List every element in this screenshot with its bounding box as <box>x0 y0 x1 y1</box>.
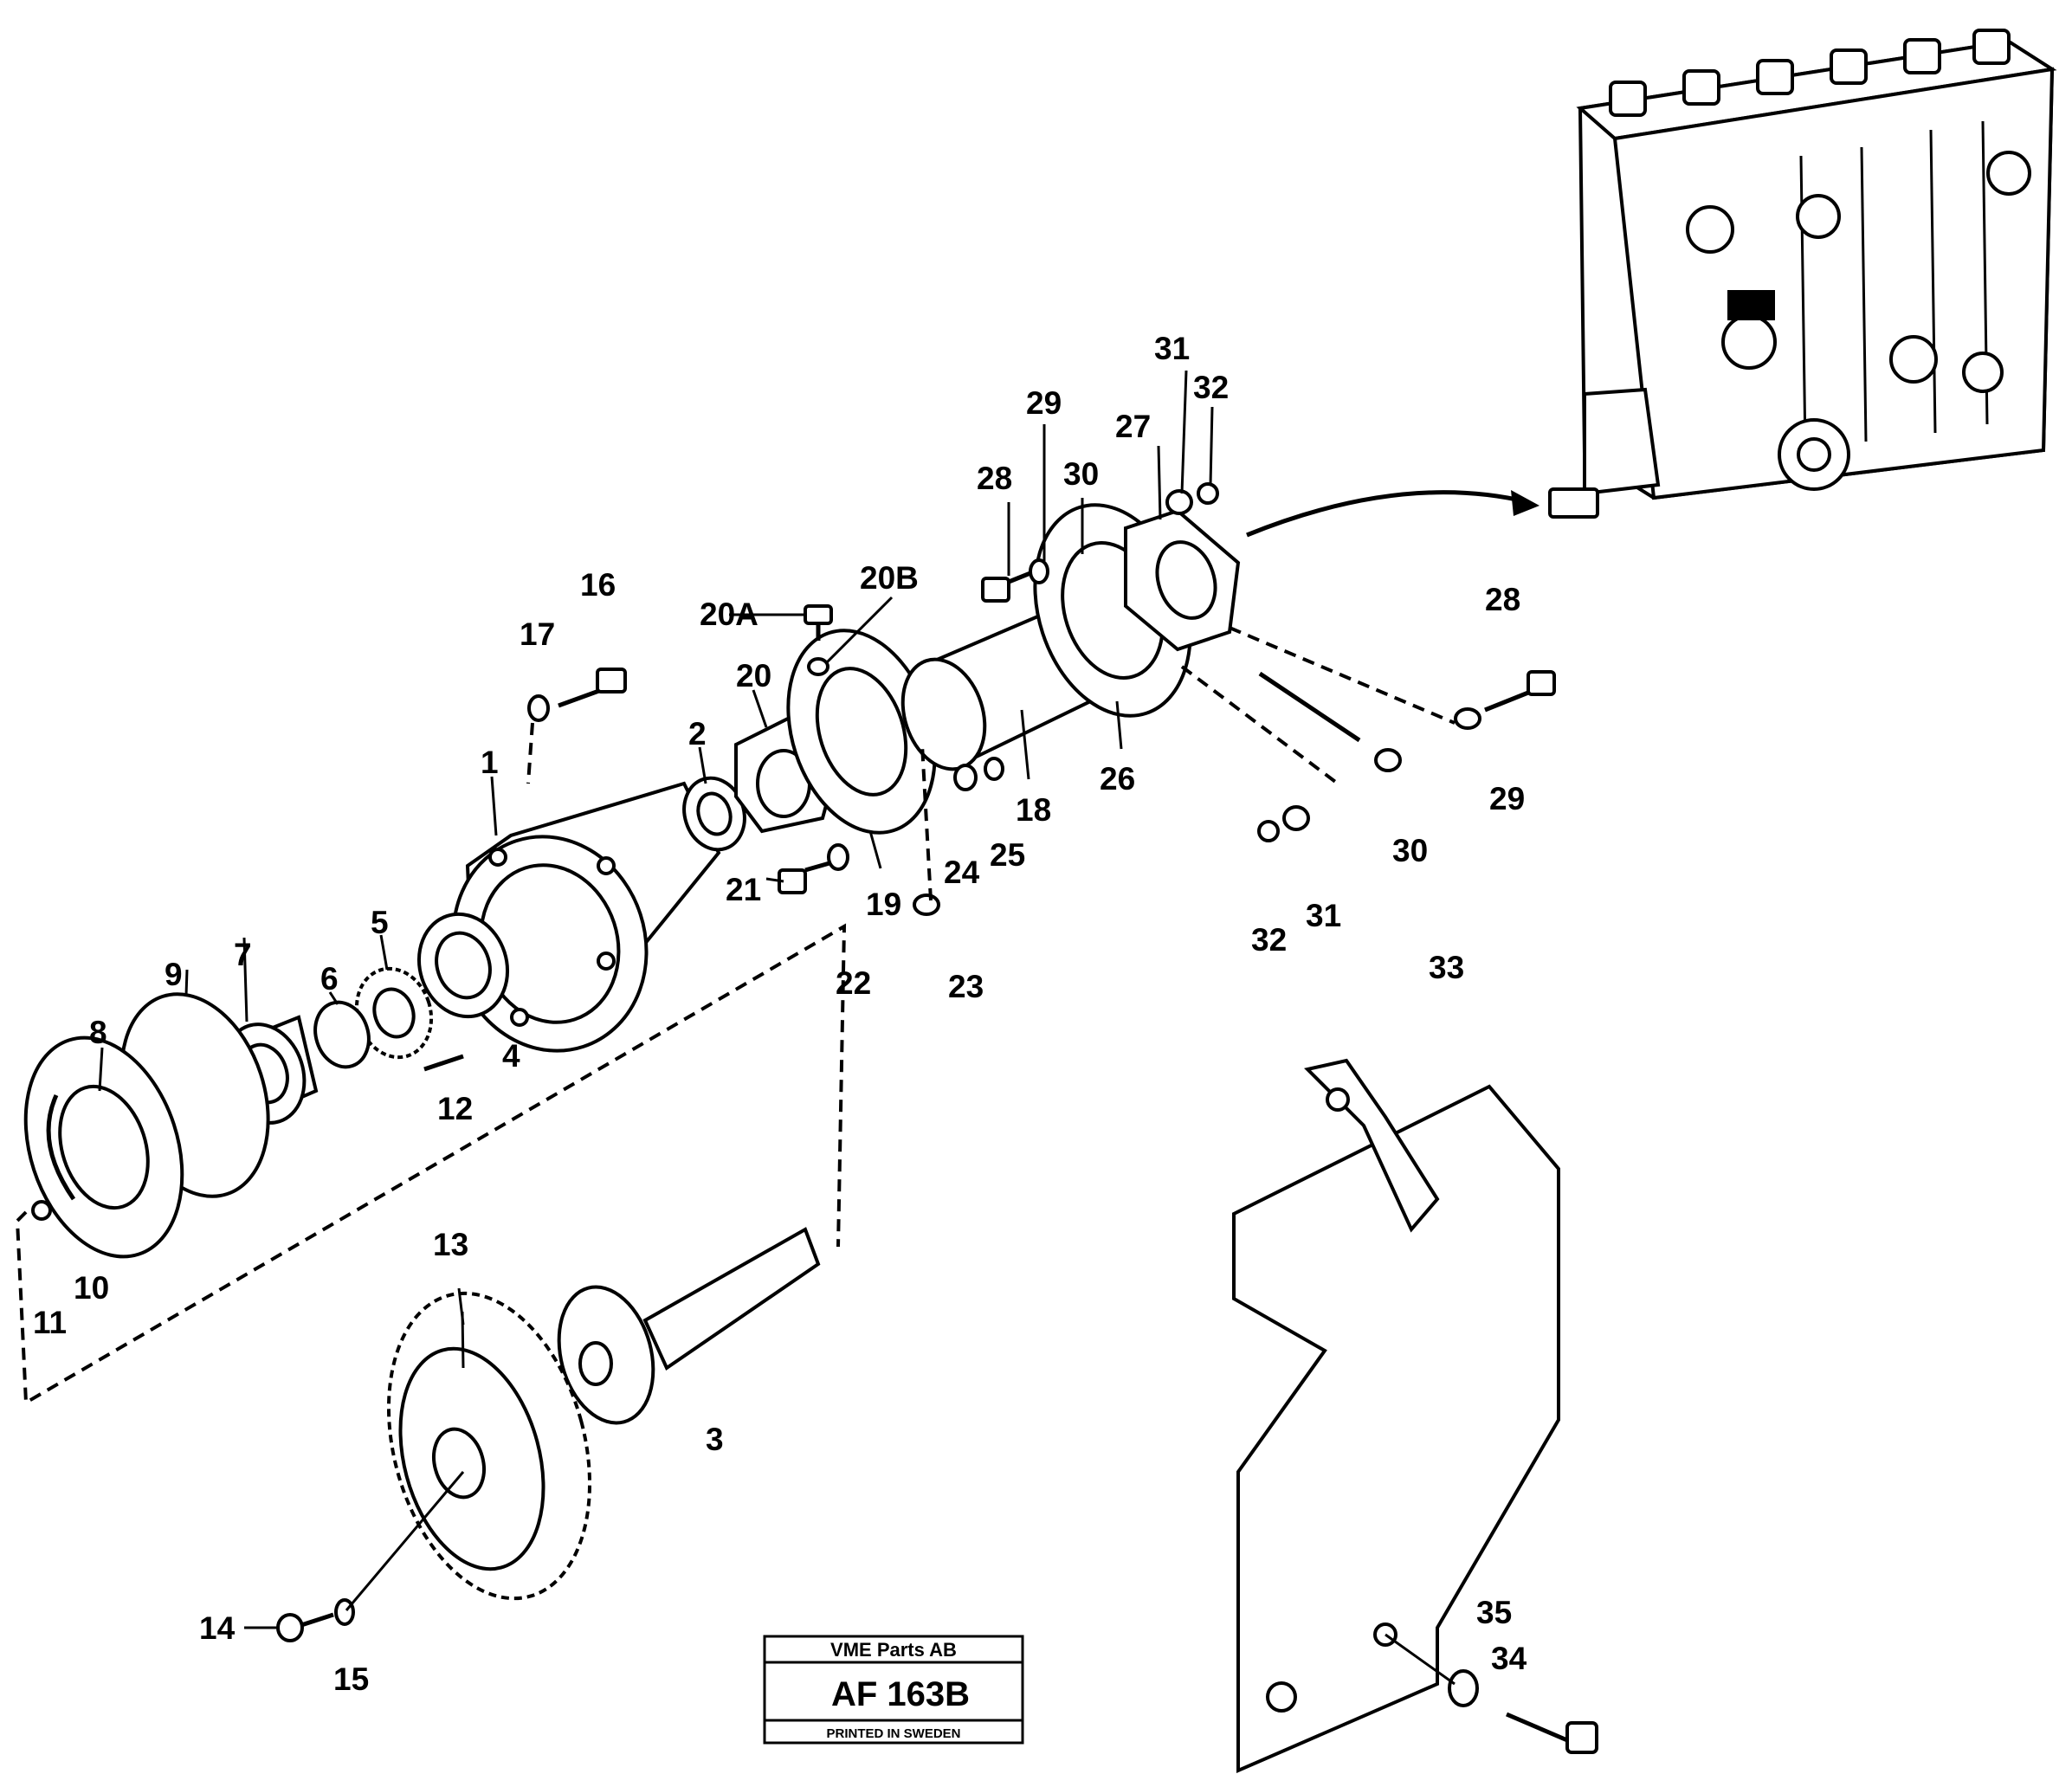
drive-housing-part-1 <box>451 781 721 1053</box>
washer-part-35 <box>1448 1669 1479 1707</box>
label-16: 16 <box>580 567 616 603</box>
arrow-head <box>1511 490 1539 516</box>
label-11: 11 <box>33 1305 67 1340</box>
label-34: 34 <box>1491 1641 1527 1676</box>
injection-pump-illustration <box>1548 29 2057 519</box>
label-30-right: 30 <box>1392 833 1428 868</box>
flange-plate-part-19 <box>786 629 937 835</box>
label-8: 8 <box>89 1015 107 1050</box>
label-31-top: 31 <box>1154 331 1190 366</box>
label-5: 5 <box>371 905 389 940</box>
spacer-part-6 <box>313 1000 371 1069</box>
label-27: 27 <box>1115 409 1151 444</box>
pin-part-12 <box>423 1054 464 1072</box>
stamp-note: PRINTED IN SWEDEN <box>826 1726 960 1741</box>
label-32-top: 32 <box>1193 370 1229 405</box>
label-9: 9 <box>165 957 183 992</box>
label-26: 26 <box>1100 761 1135 797</box>
label-20: 20 <box>736 658 771 693</box>
assembly-arrow <box>1246 490 1529 538</box>
label-29-right: 29 <box>1489 781 1525 816</box>
label-33: 33 <box>1429 950 1464 985</box>
bearing-part-4 <box>416 912 510 1019</box>
part-number-labels: 1 2 3 4 5 6 7 8 9 10 11 12 13 14 15 16 1… <box>33 331 1527 1697</box>
stamp-code: AF 163B <box>831 1675 970 1713</box>
cover-plate-part-8 <box>23 1035 184 1259</box>
label-20b: 20B <box>860 560 919 596</box>
label-28-right: 28 <box>1485 582 1520 617</box>
bracket-part-33 <box>1232 1058 1560 1774</box>
label-30-top: 30 <box>1063 456 1099 492</box>
drive-shaft-part-3 <box>557 1227 821 1425</box>
label-22: 22 <box>836 965 871 1001</box>
label-1: 1 <box>481 745 499 780</box>
label-25: 25 <box>990 837 1025 873</box>
circlip-part-10 <box>46 1093 76 1201</box>
gear-part-5 <box>354 966 434 1060</box>
label-14: 14 <box>199 1610 236 1646</box>
label-12: 12 <box>437 1091 473 1126</box>
stamp-company: VME Parts AB <box>830 1639 957 1661</box>
label-19: 19 <box>866 887 901 922</box>
label-7: 7 <box>234 937 252 972</box>
label-4: 4 <box>502 1038 520 1074</box>
label-24: 24 <box>944 855 980 890</box>
flange-part-27 <box>1124 508 1241 652</box>
label-17: 17 <box>520 616 555 652</box>
gear-part-13 <box>386 1291 592 1601</box>
label-28-top: 28 <box>977 461 1012 496</box>
label-35: 35 <box>1476 1595 1512 1630</box>
label-13: 13 <box>433 1227 468 1262</box>
bolt-part-34 <box>1506 1712 1598 1754</box>
label-6: 6 <box>320 961 339 997</box>
fasteners <box>527 482 1556 916</box>
label-23: 23 <box>948 969 984 1004</box>
screw-part-11 <box>31 1200 52 1221</box>
bolt-part-14 <box>276 1612 334 1642</box>
label-2: 2 <box>688 716 707 752</box>
label-32-bottom: 32 <box>1251 922 1287 958</box>
label-20a: 20A <box>700 597 758 632</box>
leader-lines <box>98 370 1214 1629</box>
label-31-bottom: 31 <box>1306 898 1341 933</box>
bearing-part-2 <box>682 776 746 852</box>
label-3: 3 <box>706 1422 724 1457</box>
label-21: 21 <box>726 872 761 907</box>
label-18: 18 <box>1016 792 1051 828</box>
catalog-stamp: VME Parts AB AF 163B PRINTED IN SWEDEN <box>763 1635 1024 1745</box>
assembly-dashed-lines <box>15 626 1456 1406</box>
label-10: 10 <box>74 1270 109 1306</box>
delivery-valves <box>1609 29 2011 117</box>
label-15: 15 <box>333 1661 369 1697</box>
label-29-top: 29 <box>1026 385 1062 421</box>
